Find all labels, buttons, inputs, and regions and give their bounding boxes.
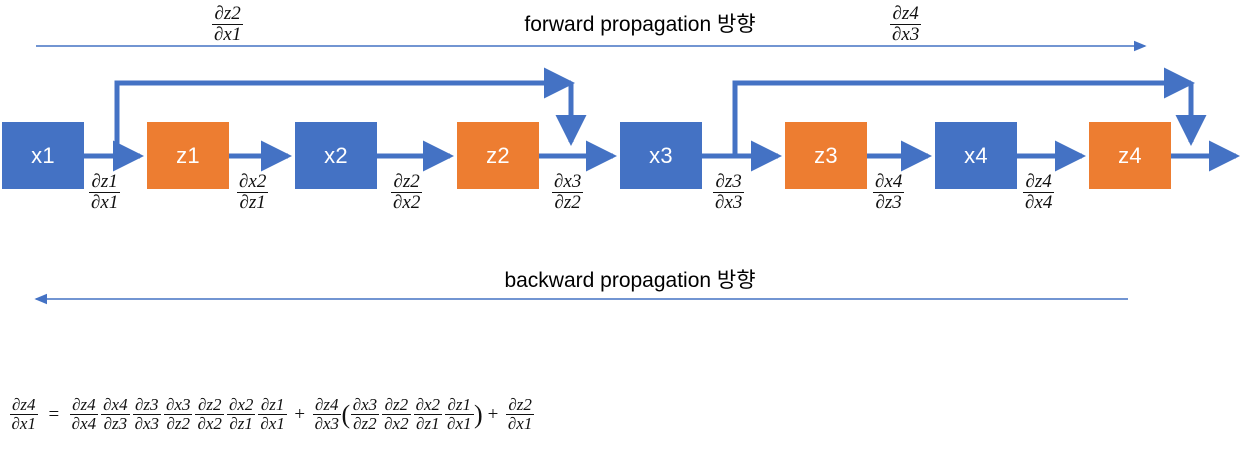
fraction-numerator: ∂x4 [103,395,128,414]
skip-label-dz2-dx1: ∂z2 ∂x1 [212,3,244,45]
term2-inner-factor-3: ∂x2 ∂z1 [413,395,443,434]
fraction-denominator: ∂z2 [164,414,193,433]
fraction-denominator: ∂z2 [350,414,380,433]
term1-factor-4: ∂x3 ∂z2 [164,395,193,434]
fraction-numerator: ∂z1 [447,395,472,414]
edge-label-dx4-dz3: ∂x4 ∂z3 [873,171,905,213]
fraction-denominator: ∂z1 [237,191,269,213]
fraction-numerator: ∂z2 [214,3,241,24]
node-z3[interactable]: z3 [785,122,867,189]
term3-factor: ∂z2 ∂x1 [505,395,535,434]
fraction-denominator: ∂x1 [258,414,287,434]
fraction-numerator: ∂x3 [554,171,582,192]
fraction-numerator: ∂x4 [875,171,903,192]
node-x4[interactable]: x4 [935,122,1017,189]
fraction-numerator: ∂z2 [393,171,420,192]
fraction-denominator: ∂z3 [873,191,905,213]
edge-label-dz3-dx3: ∂z3 ∂x3 [713,171,745,213]
chain-rule-equation: ∂z4 ∂x1 = ∂z4 ∂x4 ∂x4 ∂z3 ∂z3 ∂x3 ∂x3 ∂z… [8,395,536,434]
fraction-numerator: ∂z2 [384,395,409,414]
fraction-denominator: ∂x3 [890,23,922,45]
term1-factor-3: ∂z3 ∂x3 [132,395,162,434]
paren-open: ( [341,399,351,429]
skip-label-dz4-dx3: ∂z4 ∂x3 [890,3,922,45]
edge-label-dx3-dz2: ∂x3 ∂z2 [552,171,584,213]
fraction-denominator: ∂x1 [505,414,535,434]
fraction-numerator: ∂x3 [352,395,378,414]
node-x1[interactable]: x1 [2,122,84,189]
term2-inner-factor-1: ∂x3 ∂z2 [350,395,380,434]
plus-sign-1: + [294,403,306,425]
fraction-denominator: ∂z1 [226,414,256,433]
fraction-numerator: ∂z4 [315,395,339,414]
fraction-numerator: ∂z2 [508,395,532,414]
fraction-numerator: ∂z3 [715,171,742,192]
fraction-denominator: ∂x3 [312,414,342,434]
fraction-denominator: ∂z1 [413,414,443,433]
fraction-denominator: ∂z3 [101,414,130,433]
fraction-numerator: ∂z3 [135,395,159,414]
fraction-denominator: ∂x1 [89,191,121,213]
fraction-denominator: ∂x3 [713,191,745,213]
fraction-numerator: ∂z2 [197,395,222,414]
fraction-denominator: ∂x1 [445,414,474,434]
node-z2[interactable]: z2 [457,122,539,189]
fraction-numerator: ∂z1 [260,395,285,414]
term1-factor-7: ∂z1 ∂x1 [258,395,287,434]
fraction-denominator: ∂x2 [382,414,411,434]
forward-propagation-caption: forward propagation 방향 [524,13,756,36]
node-z1[interactable]: z1 [147,122,229,189]
edge-label-dz1-dx1: ∂z1 ∂x1 [89,171,121,213]
term2-inner-factor-4: ∂z1 ∂x1 [445,395,474,434]
term1-factor-2: ∂x4 ∂z3 [101,395,130,434]
fraction-denominator: ∂z2 [552,191,584,213]
fraction-denominator: ∂x2 [195,414,224,434]
fraction-numerator: ∂z4 [1025,171,1052,192]
backward-propagation-caption: backward propagation 방향 [504,269,756,292]
node-z4[interactable]: z4 [1089,122,1171,189]
fraction-numerator: ∂z4 [72,395,96,414]
fraction-numerator: ∂z4 [892,3,919,24]
fraction-denominator: ∂x1 [212,23,244,45]
node-x3[interactable]: x3 [620,122,702,189]
fraction-numerator: ∂x2 [228,395,254,414]
edge-label-dz2-dx2: ∂z2 ∂x2 [391,171,423,213]
term1-factor-6: ∂x2 ∂z1 [226,395,256,434]
fraction-numerator: ∂x3 [166,395,191,414]
paren-close: ) [474,399,483,429]
edge-label-dx2-dz1: ∂x2 ∂z1 [237,171,269,213]
term2-inner-factor-2: ∂z2 ∂x2 [382,395,411,434]
edge-label-dz4-dx4: ∂z4 ∂x4 [1023,171,1055,213]
fraction-numerator: ∂x2 [415,395,441,414]
node-x2[interactable]: x2 [295,122,377,189]
equation-lhs: ∂z4 ∂x1 [9,395,38,434]
fraction-denominator: ∂x3 [132,414,162,434]
fraction-numerator: ∂z1 [91,171,118,192]
skip-connection-left [114,67,587,156]
skip-connection-right [732,67,1207,156]
fraction-denominator: ∂x4 [1023,191,1055,213]
plus-sign-2: + [487,403,499,425]
fraction-denominator: ∂x4 [69,414,99,434]
equals-sign: = [48,403,60,425]
fraction-denominator: ∂x1 [9,414,38,434]
term1-factor-1: ∂z4 ∂x4 [69,395,99,434]
fraction-denominator: ∂x2 [391,191,423,213]
fraction-numerator: ∂x2 [239,171,267,192]
fraction-numerator: ∂z4 [11,395,36,414]
term2-outer-factor: ∂z4 ∂x3 [312,395,342,434]
term1-factor-5: ∂z2 ∂x2 [195,395,224,434]
